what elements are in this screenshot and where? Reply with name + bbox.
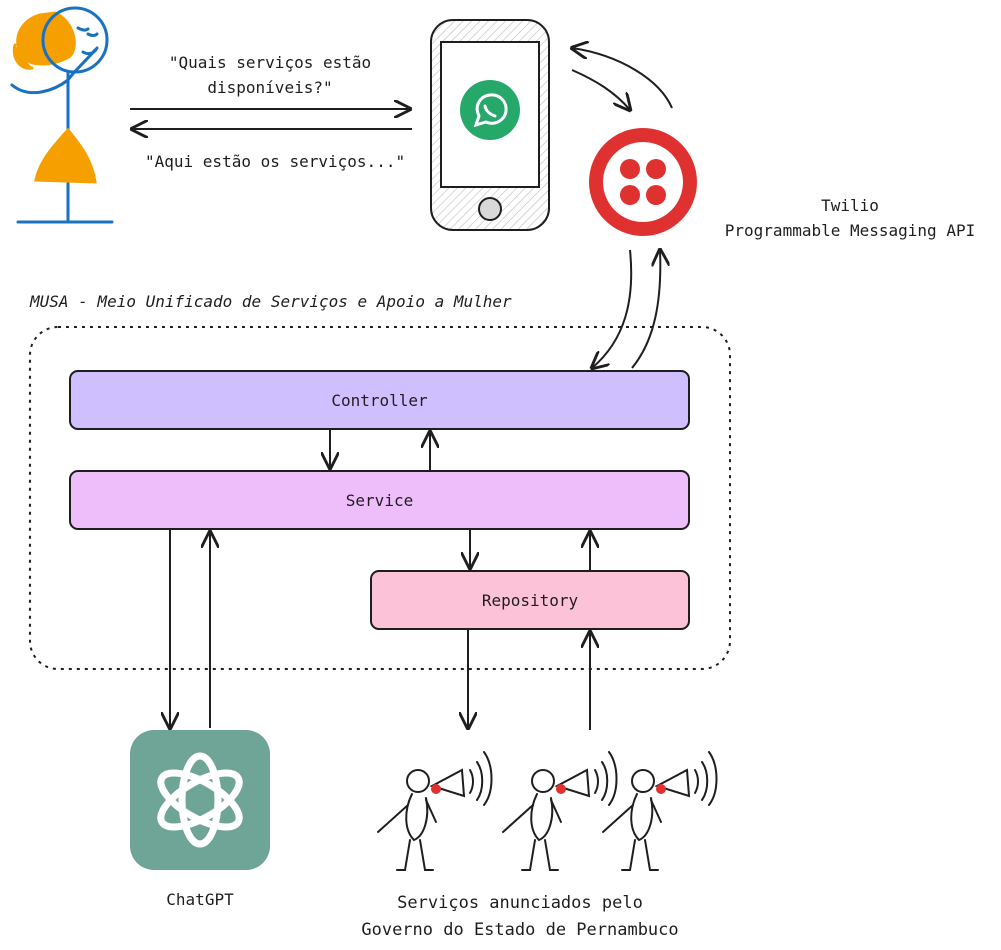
service-layer: Service bbox=[69, 470, 690, 530]
gov-services-label: Serviços anunciados pelo Governo do Esta… bbox=[340, 890, 700, 944]
chatgpt-label: ChatGPT bbox=[166, 890, 234, 909]
controller-to-twilio-arrow bbox=[631, 250, 660, 369]
musa-boundary bbox=[29, 326, 731, 670]
repository-label: Repository bbox=[481, 590, 579, 610]
twilio-label-line2: Programmable Messaging API bbox=[724, 221, 976, 240]
gov-services-line2: Governo do Estado de Pernambuco bbox=[361, 920, 679, 940]
twilio-to-controller-arrow bbox=[592, 249, 633, 368]
repository-layer: Repository bbox=[370, 570, 690, 630]
service-label: Service bbox=[345, 490, 414, 510]
megaphone-person-icon bbox=[377, 751, 718, 871]
whatsapp-icon bbox=[460, 80, 520, 140]
gov-services-line1: Serviços anunciados pelo bbox=[397, 893, 643, 913]
phone-to-twilio-arrow bbox=[571, 69, 630, 110]
answer-message: "Aqui estão os serviços..." bbox=[145, 152, 406, 171]
chatgpt-logo-icon bbox=[130, 730, 270, 870]
controller-layer: Controller bbox=[69, 370, 690, 430]
controller-label: Controller bbox=[331, 390, 428, 410]
twilio-label: Twilio Programmable Messaging API bbox=[705, 193, 995, 243]
twilio-label-line1: Twilio bbox=[821, 196, 879, 215]
musa-system-title: MUSA - Meio Unificado de Serviços e Apoi… bbox=[30, 292, 512, 311]
question-message: "Quais serviços estão disponíveis?" bbox=[168, 53, 372, 97]
woman-stick-figure-icon bbox=[10, 6, 114, 224]
twilio-to-phone-arrow bbox=[572, 48, 673, 109]
twilio-logo-icon bbox=[589, 128, 697, 236]
